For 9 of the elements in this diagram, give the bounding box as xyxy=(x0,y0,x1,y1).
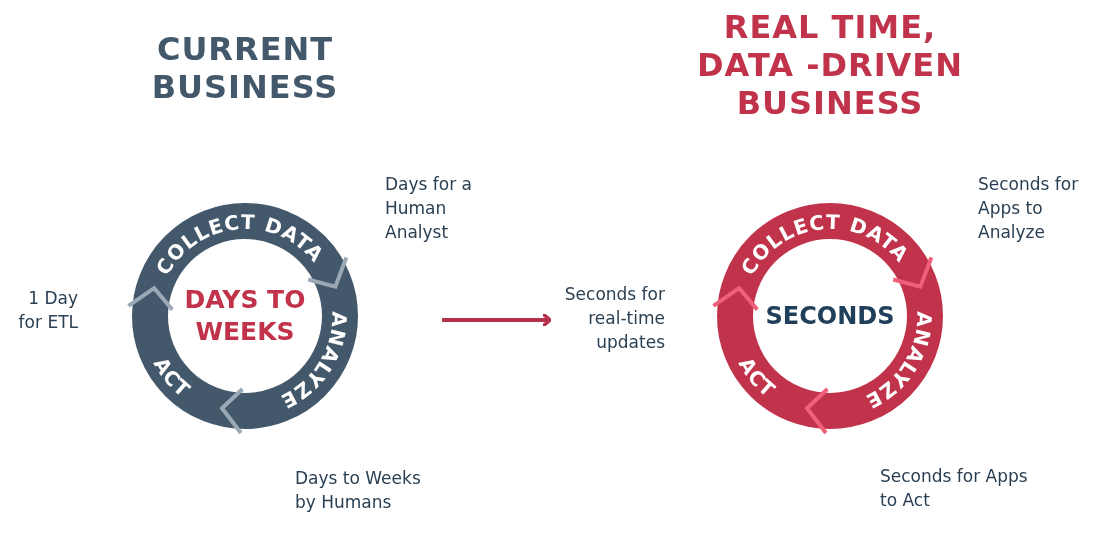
annotation-text: Seconds for Apps to Analyze xyxy=(978,173,1080,244)
annotation-text: Seconds for Apps to Act xyxy=(880,465,1029,512)
annotation-text: 1 Day for ETL xyxy=(17,287,78,334)
annotation-text: Days to Weeks by Humans xyxy=(295,467,422,514)
annotation-text: Seconds for real-time updates xyxy=(563,283,665,354)
arrow xyxy=(442,312,552,328)
heading: CURRENT BUSINESS xyxy=(150,30,340,106)
heading: REAL TIME, DATA -DRIVEN BUSINESS xyxy=(696,8,964,122)
annotation-text: Days for a Human Analyst xyxy=(385,173,474,244)
